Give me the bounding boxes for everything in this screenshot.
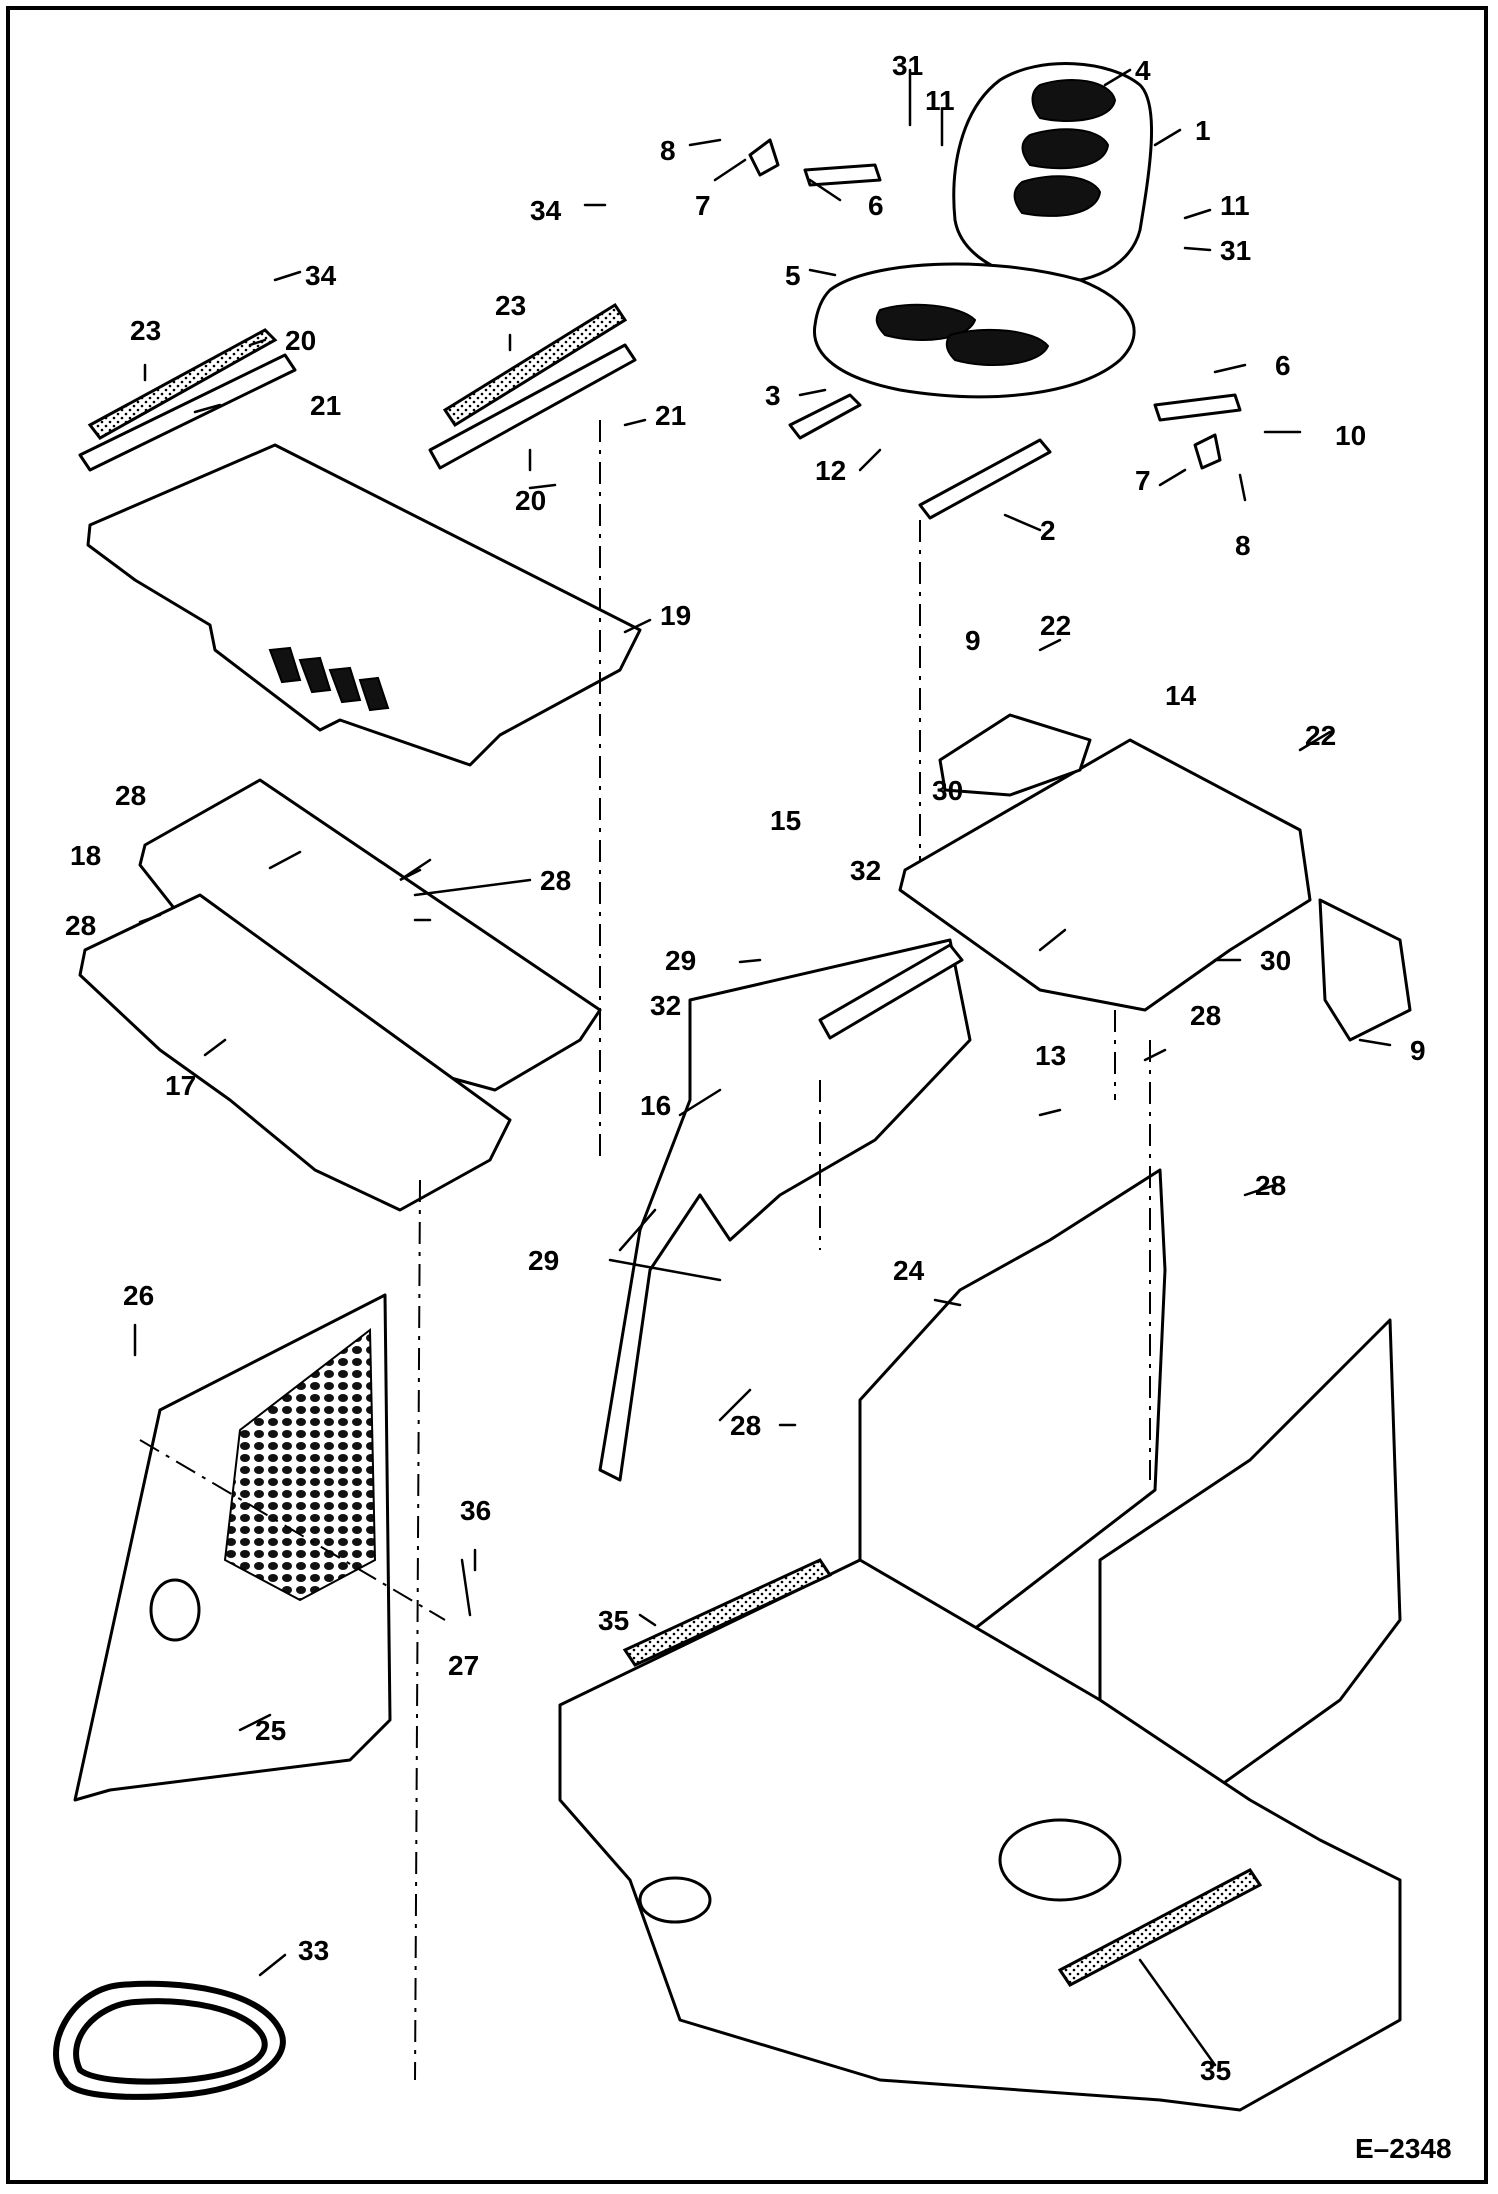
callout-7b: 7 xyxy=(1135,465,1151,496)
callout-12: 12 xyxy=(815,455,846,486)
callout-23b: 23 xyxy=(495,290,526,321)
edge-trim-hose xyxy=(53,1980,286,2100)
callout-33: 33 xyxy=(298,1935,329,1966)
edge-trim-hose-inner xyxy=(73,1998,268,2085)
drawing-reference: E–2348 xyxy=(1355,2133,1452,2164)
seat-back-pad-1 xyxy=(1031,79,1117,122)
callout-9b: 9 xyxy=(1410,1035,1426,1066)
callout-29a: 29 xyxy=(665,945,696,976)
callout-labels: 1 2 3 4 5 6 6 7 7 8 8 9 9 10 11 11 12 13… xyxy=(65,50,1452,2164)
floor-plate-lower xyxy=(78,893,512,1212)
callout-8a: 8 xyxy=(660,135,676,166)
floor-mat-slot-4 xyxy=(358,676,390,712)
callout-30b: 30 xyxy=(1260,945,1291,976)
seat-cushion-pad-2 xyxy=(945,328,1050,367)
callout-15: 15 xyxy=(770,805,801,836)
trim-strip-left xyxy=(87,328,278,440)
callout-16: 16 xyxy=(640,1090,671,1121)
side-guard-mesh xyxy=(223,1328,377,1602)
callout-8b: 8 xyxy=(1235,530,1251,561)
floor-trim-right xyxy=(1057,1868,1263,1987)
callout-30a: 30 xyxy=(932,775,963,806)
callout-28c: 28 xyxy=(65,910,96,941)
callout-6b: 6 xyxy=(1275,350,1291,381)
callout-17: 17 xyxy=(165,1070,196,1101)
callout-24: 24 xyxy=(893,1255,925,1286)
callout-1: 1 xyxy=(1195,115,1211,146)
console-panel xyxy=(598,938,972,1482)
seat-back-pad-3 xyxy=(1013,175,1102,217)
callout-31a: 31 xyxy=(892,50,923,81)
hinge-right xyxy=(1193,433,1222,470)
frame-pivot xyxy=(638,1876,712,1924)
callout-34a: 34 xyxy=(305,260,337,291)
callout-20b: 20 xyxy=(515,485,546,516)
seat-rail-left xyxy=(788,393,862,440)
callout-7a: 7 xyxy=(695,190,711,221)
seat-pan xyxy=(898,738,1312,1012)
callout-6a: 6 xyxy=(868,190,884,221)
trim-channel-left xyxy=(78,353,297,472)
callout-28e: 28 xyxy=(1255,1170,1286,1201)
callout-14: 14 xyxy=(1165,680,1197,711)
seat-bracket-left xyxy=(803,163,882,187)
callout-11b: 11 xyxy=(1220,190,1250,221)
callout-32a: 32 xyxy=(850,855,881,886)
floor-mat-slot-2 xyxy=(298,656,332,694)
callout-4: 4 xyxy=(1135,55,1151,86)
callout-28d: 28 xyxy=(1190,1000,1221,1031)
callout-27: 27 xyxy=(448,1650,479,1681)
callout-36: 36 xyxy=(460,1495,491,1526)
floor-mat-slot-1 xyxy=(268,646,302,684)
seat-backrest xyxy=(952,62,1153,285)
callout-28f: 28 xyxy=(730,1410,761,1441)
trim-strip-right xyxy=(442,302,628,428)
frame-center-opening xyxy=(998,1818,1122,1902)
callout-23a: 23 xyxy=(130,315,161,346)
callout-28a: 28 xyxy=(115,780,146,811)
floor-mat xyxy=(86,443,642,767)
callout-11a: 11 xyxy=(925,85,955,116)
drawing-border xyxy=(6,6,1488,2184)
trim-channel-right xyxy=(428,343,637,470)
callout-5: 5 xyxy=(785,260,801,291)
side-bracket-right xyxy=(1318,898,1412,1042)
upper-frame-base xyxy=(558,1558,1402,2112)
callout-3: 3 xyxy=(765,380,781,411)
callout-9a: 9 xyxy=(965,625,981,656)
callout-22b: 22 xyxy=(1305,720,1336,751)
seat-back-pad-2 xyxy=(1021,128,1110,170)
callout-19: 19 xyxy=(660,600,691,631)
seat-assembly xyxy=(748,62,1242,520)
callout-25: 25 xyxy=(255,1715,286,1746)
seat-bracket-right xyxy=(1153,393,1242,422)
hinge-left xyxy=(748,138,780,177)
callout-35b: 35 xyxy=(1200,2055,1231,2086)
callout-31b: 31 xyxy=(1220,235,1251,266)
console-plate-top xyxy=(818,943,964,1040)
callout-18: 18 xyxy=(70,840,101,871)
callout-10: 10 xyxy=(1335,420,1366,451)
callout-13: 13 xyxy=(1035,1040,1066,1071)
leader-lines xyxy=(133,68,1392,2067)
callout-28b: 28 xyxy=(540,865,571,896)
side-bracket-left xyxy=(938,713,1092,797)
callout-22a: 22 xyxy=(1040,610,1071,641)
floor-trim-left xyxy=(622,1558,833,1667)
callout-35a: 35 xyxy=(598,1605,629,1636)
callout-21b: 21 xyxy=(655,400,686,431)
callout-26: 26 xyxy=(123,1280,154,1311)
callout-20a: 20 xyxy=(285,325,316,356)
callout-32b: 32 xyxy=(650,990,681,1021)
floor-mat-slot-3 xyxy=(328,666,362,704)
seat-rail-right xyxy=(918,438,1052,520)
callout-34b: 34 xyxy=(530,195,562,226)
callout-2: 2 xyxy=(1040,515,1056,546)
callout-21a: 21 xyxy=(310,390,341,421)
side-guard-hole xyxy=(149,1578,201,1642)
assembly-lines xyxy=(139,420,1151,2081)
callout-29b: 29 xyxy=(528,1245,559,1276)
